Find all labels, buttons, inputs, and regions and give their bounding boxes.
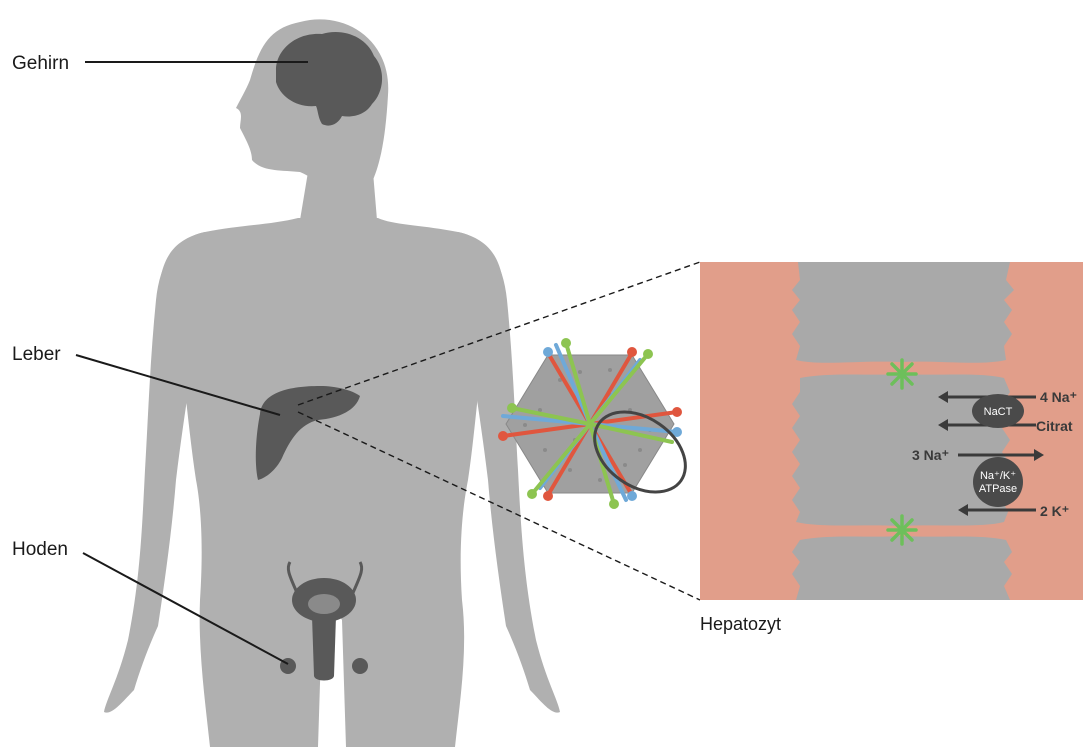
label-3na: 3 Na⁺ (912, 447, 949, 463)
atpase-body (973, 457, 1023, 507)
label-4na: 4 Na⁺ (1040, 389, 1077, 405)
hepatocyte-panel: NaCT 4 Na⁺ Citrat Na⁺/K⁺ ATPase 3 Na⁺ 2 … (700, 262, 1083, 600)
left-arm (104, 232, 205, 713)
label-citrate: Citrat (1036, 418, 1073, 434)
bile-canaliculus-top (888, 360, 916, 388)
label-testes: Hoden (12, 539, 68, 560)
penis (312, 616, 336, 681)
label-nact: NaCT (984, 406, 1013, 418)
label-atpase-line2: ATPase (979, 483, 1017, 495)
bladder-inner (308, 594, 340, 614)
hepatocyte-cell-upper (792, 262, 1014, 363)
label-liver: Leber (12, 344, 61, 365)
label-hepatocyte: Hepatozyt (700, 614, 781, 634)
label-atpase-line1: Na⁺/K⁺ (980, 470, 1016, 482)
label-brain: Gehirn (12, 53, 69, 74)
liver-lobule (498, 338, 700, 509)
bile-canaliculus-bottom (888, 516, 916, 544)
label-2k: 2 K⁺ (1040, 503, 1069, 519)
testis-right (352, 658, 368, 674)
